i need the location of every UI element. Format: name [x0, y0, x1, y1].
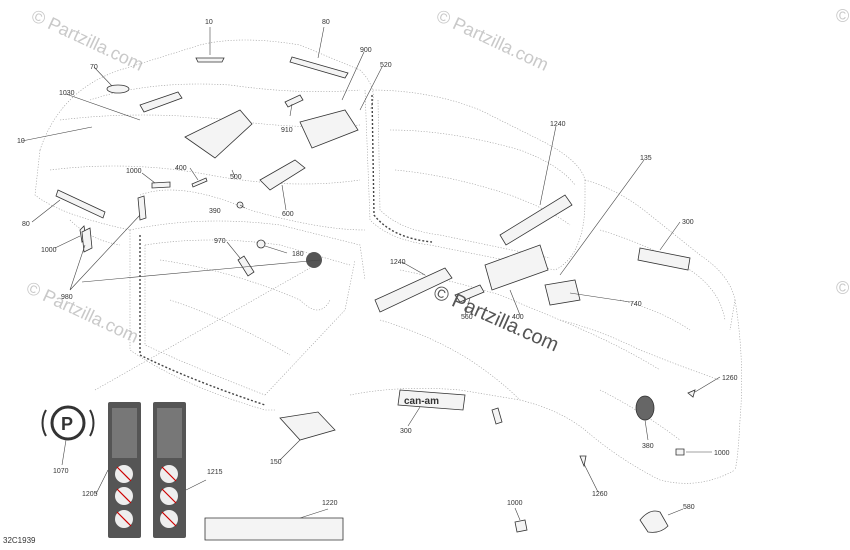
callout-label: 1220	[322, 500, 338, 507]
callout-label: 390	[209, 208, 221, 215]
decal-1000-bottom	[514, 519, 528, 533]
cap-180	[306, 252, 322, 268]
callout-label: 1000	[714, 450, 730, 457]
decal-400-rear	[484, 244, 549, 291]
decal-1000-rear	[675, 448, 685, 456]
decal-740	[544, 279, 581, 306]
watermark: © Partzilla.com	[23, 277, 141, 346]
door-seal-left	[139, 235, 266, 406]
callout-label: 10	[17, 138, 25, 145]
callout-label: 1260	[592, 491, 608, 498]
decal-580	[639, 510, 669, 533]
parking-letter: P	[61, 414, 73, 434]
watermark: ©	[836, 6, 849, 26]
callout-label: 1215	[207, 469, 223, 476]
callout-label: 300	[400, 428, 412, 435]
callout-label: 740	[630, 301, 642, 308]
callout-label: 10	[205, 19, 213, 26]
warning-label-1215	[153, 402, 186, 538]
callout-label: 600	[282, 211, 294, 218]
callout-label: 400	[175, 165, 187, 172]
emblem-380	[635, 395, 655, 421]
decal-400	[191, 177, 208, 188]
decal-910	[284, 94, 304, 108]
leader-lines	[21, 26, 721, 521]
decal-980-b	[137, 195, 147, 221]
callout-label: 1240	[390, 259, 406, 266]
callout-labels: 10 80 70 900 520 1030 10 910 1240 135 10…	[17, 19, 738, 511]
callout-label: 980	[61, 294, 73, 301]
callout-label: 1000	[507, 500, 523, 507]
decal-300-logo	[397, 389, 466, 411]
callout-label: 80	[22, 221, 30, 228]
callout-label: 400	[512, 314, 524, 321]
callout-label: 1260	[722, 375, 738, 382]
decal-970	[237, 255, 255, 277]
watermark: ©	[836, 278, 849, 298]
callout-label: 520	[380, 62, 392, 69]
decal-1240-left	[374, 267, 453, 313]
decal-80-side	[55, 189, 106, 219]
watermark: © Partzilla.com	[433, 5, 551, 74]
decal-150	[279, 411, 336, 441]
decal-500	[184, 109, 253, 159]
decal-1000-left	[151, 181, 171, 189]
decal-900	[299, 109, 359, 149]
callout-label: 80	[322, 19, 330, 26]
left-body-outline	[34, 39, 374, 411]
callout-label: 70	[90, 64, 98, 71]
callout-label: 560	[461, 314, 473, 321]
callout-label: 1070	[53, 468, 69, 475]
callout-label: 1000	[41, 247, 57, 254]
callout-label: 1000	[126, 168, 142, 175]
callout-label: 150	[270, 459, 282, 466]
right-body-outline	[349, 89, 742, 484]
decal-10-top	[195, 57, 225, 63]
callout-label: 380	[642, 443, 654, 450]
callout-label: 1030	[59, 90, 75, 97]
decal-70	[106, 84, 130, 94]
decal-1260-c	[579, 455, 587, 468]
decal-560	[454, 284, 485, 303]
parking-brake-icon: P	[41, 405, 95, 441]
callout-label: 900	[360, 47, 372, 54]
decal-logo-text: can-am	[404, 396, 439, 407]
decal-1220	[204, 517, 344, 541]
decal-600	[259, 159, 306, 191]
door-seal-right	[371, 94, 433, 243]
callout-label: 300	[682, 219, 694, 226]
decal-parts: can-am	[55, 56, 696, 541]
callout-label: 180	[292, 251, 304, 258]
decal-1240-right	[499, 194, 573, 246]
diagram-id: 32C1939	[3, 536, 36, 545]
callout-label: 1205	[82, 491, 98, 498]
callout-label: 580	[683, 504, 695, 511]
callout-label: 500	[230, 174, 242, 181]
decal-300-rear	[637, 247, 691, 271]
callout-label: 1240	[550, 121, 566, 128]
callout-label: 135	[640, 155, 652, 162]
decal-980-a	[81, 227, 93, 253]
center-watermark: © Partzilla.com	[430, 281, 562, 356]
decal-1260-b	[687, 389, 696, 398]
callout-label: 910	[281, 127, 293, 134]
warning-label-1205	[108, 402, 141, 538]
decal-1030	[139, 91, 183, 113]
decal-1260-a	[491, 407, 503, 425]
decal-80-top	[289, 56, 349, 79]
callout-label: 970	[214, 238, 226, 245]
watermark: © Partzilla.com	[28, 5, 146, 74]
fastener-180	[256, 239, 266, 249]
